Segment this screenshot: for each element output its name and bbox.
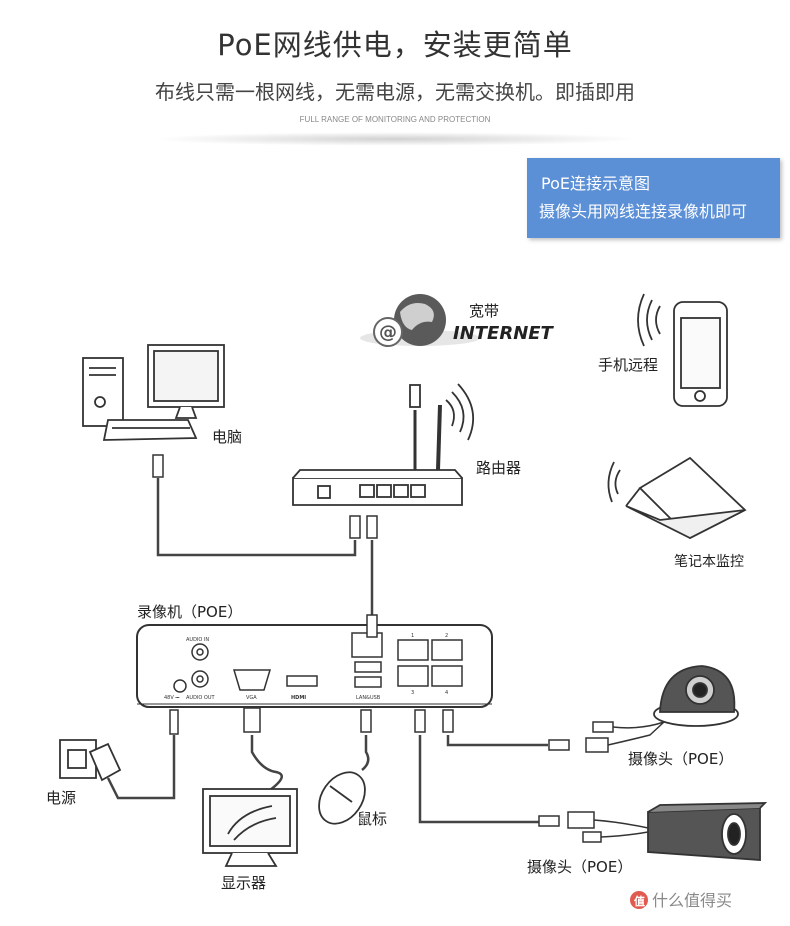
cable-mouse: [361, 735, 370, 771]
internet-label: INTERNET: [453, 323, 555, 344]
bullet-camera-icon: [647, 802, 768, 861]
nvr-lan-usb-label: LAN&USB: [356, 695, 381, 701]
header-shadow: [150, 132, 640, 146]
watermark: 值 什么值得买: [630, 891, 732, 910]
cables: [106, 478, 548, 824]
cable-vga: [250, 735, 283, 791]
page-tagline: FULL RANGE OF MONITORING AND PROTECTION: [299, 115, 491, 124]
nvr-port1-label: 1: [411, 633, 414, 639]
nvr-hdmi-label: HDMI: [291, 695, 306, 701]
cable-power: [106, 735, 176, 800]
nvr-device-icon: AUDIO IN AUDIO OUT 48V ⎓ VGA HDMI LAN&US…: [136, 624, 493, 708]
phone-icon: [637, 293, 728, 407]
cable-camera-dome: [446, 735, 548, 747]
computer-icon: [82, 344, 225, 441]
nvr-port3-label: 3: [411, 690, 414, 696]
nvr-port2-label: 2: [445, 633, 448, 639]
internet-globe-icon: @: [360, 294, 480, 347]
nvr-port4-label: 4: [445, 690, 448, 696]
laptop-icon: [607, 456, 747, 540]
info-box-title: PoE连接示意图: [541, 174, 650, 193]
nvr-dc-in-label: 48V ⎓: [164, 695, 179, 701]
page-title: PoE网线供电，安装更简单: [217, 28, 573, 62]
power-label: 电源: [46, 789, 76, 807]
broadband-label: 宽带: [469, 302, 499, 320]
monitor-label: 显示器: [221, 874, 266, 892]
dome-camera-label: 摄像头（POE）: [628, 750, 733, 768]
bullet-camera-connector: [538, 811, 649, 843]
watermark-text: 什么值得买: [652, 891, 732, 910]
rj45-plug-icon: [152, 454, 164, 478]
router-icon: [292, 383, 475, 506]
dome-camera-icon: [653, 665, 739, 727]
mouse-icon: [318, 771, 366, 825]
dome-camera-connector: [548, 721, 665, 753]
power-adapter-icon: [59, 739, 122, 782]
router-label: 路由器: [476, 459, 521, 477]
svg-text:@: @: [379, 322, 397, 343]
info-box-body: 摄像头用网线连接录像机即可: [539, 202, 748, 221]
info-box: PoE连接示意图 摄像头用网线连接录像机即可: [527, 158, 780, 238]
nvr-label: 录像机（POE）: [137, 603, 242, 621]
phone-label: 手机远程: [598, 356, 658, 374]
laptop-label: 笔记本监控: [674, 554, 744, 570]
mouse-label: 鼠标: [357, 810, 387, 828]
nvr-audio-in-label: AUDIO IN: [186, 637, 209, 643]
nvr-plugs: [169, 614, 454, 735]
svg-text:值: 值: [634, 894, 645, 908]
router-plugs: [349, 515, 378, 539]
bullet-camera-label: 摄像头（POE）: [527, 858, 632, 876]
computer-label: 电脑: [212, 428, 242, 446]
page-subtitle: 布线只需一根网线，无需电源，无需交换机。即插即用: [155, 80, 635, 104]
monitor-icon: [202, 788, 298, 867]
nvr-vga-label: VGA: [246, 695, 257, 701]
nvr-audio-out-label: AUDIO OUT: [186, 695, 216, 701]
cable-camera-bullet: [418, 735, 540, 824]
cable-computer-router: [156, 478, 357, 557]
